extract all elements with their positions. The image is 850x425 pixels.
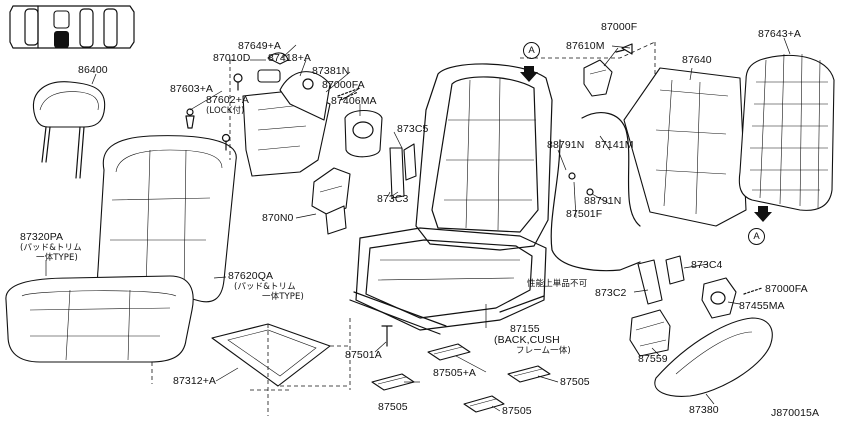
fastener-drawings: [185, 43, 763, 347]
part-note-87620QA-2: 一体TYPE): [262, 292, 304, 302]
drawing-code: J870015A: [771, 407, 820, 419]
seat-cushion-drawing: [5, 275, 194, 363]
part-label-87381N: 87381N: [312, 65, 350, 77]
part-label-873C2: 873C2: [595, 287, 627, 299]
part-label-87649: 87649+A: [238, 40, 282, 52]
view-marker-a-right: A: [748, 228, 765, 245]
part-note-lock: (LOCK付): [206, 106, 245, 116]
part-label-87620QA: 87620QA: [228, 270, 274, 282]
bracket-87559-drawing: [629, 309, 671, 357]
seat-layout-icon: [9, 5, 135, 49]
part-label-87501A: 87501A: [345, 349, 382, 361]
back-trim-87643-drawing: [738, 53, 835, 211]
part-label-87505-a: 87505: [378, 401, 408, 413]
note-not-sold-separately: 性能上単品不可: [527, 279, 588, 289]
back-board-87640-drawing: [623, 67, 747, 227]
part-note-87620QA-1: (パッド&トリム: [234, 282, 296, 292]
part-note-87320PA-1: (パッド&トリム: [20, 243, 82, 253]
view-marker-a-top: A: [523, 42, 540, 59]
part-label-87000FA-top: 87000FA: [322, 79, 365, 91]
part-label-87155: 87155: [510, 323, 540, 335]
wire-harness-drawing: [550, 112, 641, 272]
part-label-87320PA: 87320PA: [20, 231, 64, 243]
part-label-87141M: 87141M: [595, 139, 634, 151]
part-label-87505-c: 87505: [560, 376, 590, 388]
part-label-87312: 87312+A: [173, 375, 217, 387]
side-cover-right-drawing: [637, 255, 737, 319]
part-label-86400: 86400: [78, 64, 108, 76]
part-label-87000F: 87000F: [601, 21, 638, 33]
part-label-87640: 87640: [682, 54, 712, 66]
part-label-873C4: 873C4: [691, 259, 723, 271]
part-note-87320PA-2: 一体TYPE): [36, 253, 78, 263]
pad-87312-drawing: [211, 323, 331, 387]
part-label-87505-plus: 87505+A: [433, 367, 477, 379]
leader-dash-lines: [151, 41, 656, 416]
part-label-88791N-b: 88791N: [584, 195, 622, 207]
part-label-87406MA: 87406MA: [331, 95, 377, 107]
headrest-86400-drawing: [32, 81, 106, 179]
part-label-87010D: 87010D: [213, 52, 251, 64]
rail-cover-drawings: [371, 343, 551, 413]
part-note-87155-1: (BACK,CUSH: [494, 334, 560, 346]
part-label-873C3: 873C3: [377, 193, 409, 205]
part-label-87380: 87380: [689, 404, 719, 416]
finisher-87380-drawing: [654, 317, 773, 397]
part-label-87418: 87418+A: [268, 52, 312, 64]
part-label-87505-b: 87505: [502, 405, 532, 417]
part-note-87155-2: フレーム一体): [516, 346, 571, 356]
part-label-87455MA: 87455MA: [739, 300, 785, 312]
part-label-87603: 87603+A: [170, 83, 214, 95]
part-label-870N0: 870N0: [262, 212, 294, 224]
part-label-88791N-a: 88791N: [547, 139, 585, 151]
seat-frame-87155-drawing: [349, 63, 553, 335]
part-label-87643: 87643+A: [758, 28, 802, 40]
view-arrows: [520, 66, 772, 222]
side-cover-parts-drawing: [242, 52, 417, 235]
part-label-87610M: 87610M: [566, 40, 605, 52]
part-label-87501F: 87501F: [566, 208, 603, 220]
part-label-87602: 87602+A: [206, 94, 250, 106]
part-label-87559: 87559: [638, 353, 668, 365]
part-label-87000FA-right: 87000FA: [765, 283, 808, 295]
part-label-873C5: 873C5: [397, 123, 429, 135]
leader-lines: [45, 37, 791, 412]
bracket-87610M-drawing: [583, 59, 613, 97]
